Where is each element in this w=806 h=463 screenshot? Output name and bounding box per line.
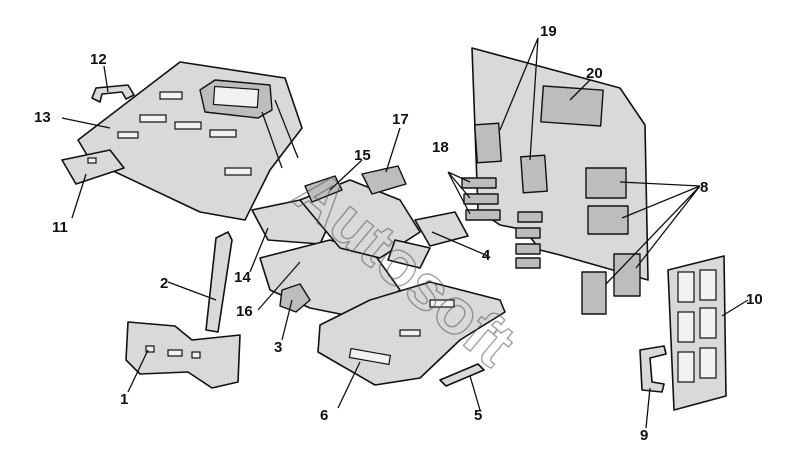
pillar-trim — [205, 231, 233, 333]
side-handle — [639, 345, 667, 393]
callout-6: 6 — [320, 407, 328, 424]
floor-panel — [317, 281, 506, 386]
callout-17: 17 — [392, 111, 409, 128]
grid-panel — [667, 255, 727, 411]
callout-14: 14 — [234, 269, 251, 286]
callout-18: 18 — [432, 139, 449, 156]
visor-panel — [61, 149, 125, 185]
insulation-pieces — [387, 211, 469, 269]
callout-8: 8 — [700, 179, 708, 196]
callout-16: 16 — [236, 303, 253, 320]
callout-11: 11 — [52, 219, 68, 236]
callout-3: 3 — [274, 339, 282, 356]
callout-10: 10 — [746, 291, 763, 308]
roof-panel — [77, 61, 303, 221]
callout-9: 9 — [640, 427, 648, 444]
callout-4: 4 — [482, 247, 491, 264]
callout-20: 20 — [586, 65, 603, 82]
callout-19: 19 — [540, 23, 557, 40]
floor-tunnel — [251, 179, 421, 319]
callout-13: 13 — [34, 109, 51, 126]
floor-strip — [439, 363, 485, 387]
rear-wall — [471, 47, 649, 281]
callout-2: 2 — [160, 275, 168, 292]
callout-12: 12 — [90, 51, 107, 68]
callout-labels: 12 13 11 2 1 14 16 3 15 17 4 6 5 18 19 2… — [34, 23, 763, 444]
side-pads — [581, 167, 641, 315]
leader-lines — [61, 37, 749, 429]
callout-5: 5 — [474, 407, 482, 424]
small-pads — [461, 177, 543, 269]
upper-brackets — [304, 165, 407, 203]
lower-panel — [125, 321, 241, 389]
callout-15: 15 — [354, 147, 371, 164]
roof-handle — [91, 84, 135, 103]
callout-1: 1 — [120, 391, 128, 408]
rear-wall-pads — [474, 85, 604, 194]
